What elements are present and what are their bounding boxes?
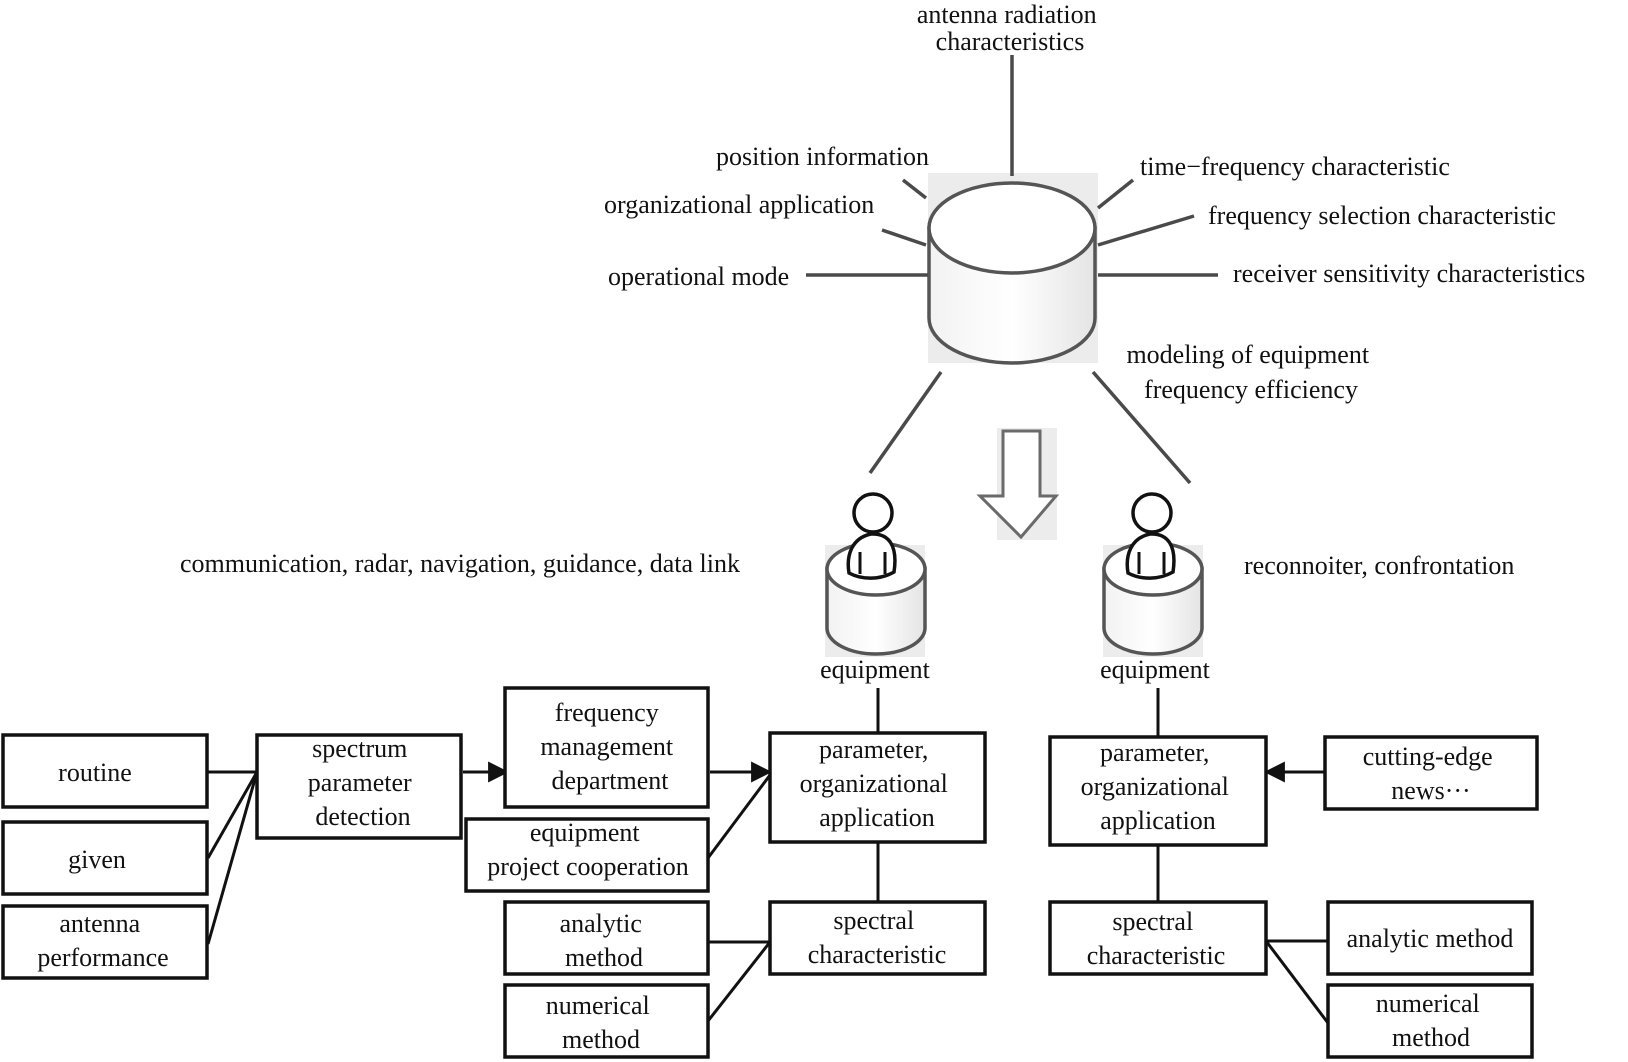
right-person-icon [1125,492,1176,580]
antenna-radiation-line-2: characteristics [936,27,1085,56]
modeling-line-2: frequency efficiency [1144,375,1358,404]
frequency-management-line-3: department [552,766,670,795]
equipment-project-line-1: equipment [530,818,641,847]
spoke-organizational-line [881,228,927,247]
routine-box: routine [1,733,209,809]
spectrum-parameter-detection-label: spectrum parameter detection [308,734,418,831]
left-parameter-box: parameter, organizational application [768,731,987,844]
left-numerical-box: numerical method [503,983,710,1059]
right-analytic-label: analytic method [1347,924,1514,953]
left-person-icon [846,492,897,580]
left-numerical-label: numerical method [546,991,656,1054]
left-numerical-line-2: method [562,1025,640,1054]
spectrum-line-1: spectrum [312,734,407,763]
right-parameter-line-1: parameter, [1100,738,1209,767]
position-information-label: position information [716,142,929,171]
left-analytic-label: analytic method [560,909,649,972]
frequency-management-line-1: frequency [555,698,659,727]
central-database-icon [927,173,1098,365]
left-analytic-box: analytic method [503,900,710,976]
left-analytic-line-1: analytic [560,909,642,938]
left-spectral-box: spectral characteristic [768,900,987,976]
left-spectral-label: spectral characteristic [808,906,947,969]
spoke-position-line [901,178,928,200]
left-parameter-line-2: organizational [800,769,948,798]
left-equipment-icon [825,492,927,657]
receiver-sensitivity-label: receiver sensitivity characteristics [1233,259,1585,288]
right-parameter-line-2: organizational [1081,772,1229,801]
spectrum-line-2: parameter [308,768,412,797]
cutting-edge-line-1: cutting-edge [1363,742,1493,771]
left-parameter-label: parameter, organizational application [800,735,955,832]
spoke-frequency-selection-line [1097,214,1195,247]
frequency-management-label: frequency management department [540,698,679,795]
equipment-project-box: equipment project cooperation [464,817,710,893]
operational-mode-label: operational mode [608,262,789,291]
link-left-equipment-line [868,370,943,475]
cutting-edge-box: cutting-edge news··· [1323,735,1539,811]
right-numerical-line-1: numerical [1376,989,1480,1018]
right-equipment-label: equipment [1100,655,1211,684]
modeling-line-1: modeling of equipment [1126,340,1369,369]
right-flow-connectors [1156,688,1330,1024]
antenna-performance-label: antenna performance [37,909,168,972]
left-flow-connectors [206,688,880,1022]
cutting-edge-line-2: news··· [1391,776,1470,805]
right-spectral-label: spectral characteristic [1087,907,1226,970]
right-parameter-label: parameter, organizational application [1081,738,1236,835]
right-equipment-icon [1102,492,1204,657]
cutting-edge-label: cutting-edge news··· [1363,742,1499,805]
spectrum-line-3: detection [315,802,410,831]
equipment-project-label: equipment project cooperation [487,818,688,881]
antenna-radiation-line-1: antenna radiation [917,0,1097,29]
link-right-equipment-line [1091,370,1192,485]
left-equipment-types-label: communication, radar, navigation, guidan… [180,549,740,578]
spoke-lines [806,55,1218,485]
right-numerical-label: numerical method [1376,989,1486,1052]
time-frequency-label: time−frequency characteristic [1140,152,1450,181]
spoke-time-frequency-line [1096,178,1135,210]
given-label: given [68,845,126,874]
antenna-performance-box: antenna performance [1,904,209,980]
right-numerical-box: numerical method [1326,983,1534,1059]
organizational-application-label: organizational application [604,190,874,219]
right-spectral-line-2: characteristic [1087,941,1226,970]
right-parameter-line-3: application [1100,806,1216,835]
right-analytic-box: analytic method [1326,900,1534,976]
frequency-management-line-2: management [540,732,674,761]
right-parameter-box: parameter, organizational application [1048,735,1268,847]
spectrum-parameter-detection-box: spectrum parameter detection [255,733,463,840]
given-box: given [1,820,209,896]
left-numerical-line-1: numerical [546,991,650,1020]
antenna-performance-line-1: antenna [59,909,140,938]
right-spectral-box: spectral characteristic [1048,900,1268,976]
left-spectral-line-1: spectral [833,906,914,935]
right-numerical-line-2: method [1392,1023,1470,1052]
frequency-selection-label: frequency selection characteristic [1208,201,1556,230]
left-spectral-line-2: characteristic [808,940,947,969]
left-parameter-line-3: application [819,803,935,832]
right-spectral-line-1: spectral [1112,907,1193,936]
right-equipment-types-label: reconnoiter, confrontation [1244,551,1514,580]
left-parameter-line-1: parameter, [819,735,928,764]
modeling-label: modeling of equipment frequency efficien… [1126,340,1375,404]
antenna-performance-line-2: performance [37,943,168,972]
left-equipment-label: equipment [820,655,931,684]
frequency-management-box: frequency management department [503,686,710,809]
routine-label: routine [58,758,132,787]
antenna-radiation-label: antenna radiation characteristics [917,0,1103,56]
left-analytic-line-2: method [565,943,643,972]
down-arrow-icon [976,428,1060,540]
equipment-project-line-2: project cooperation [487,852,688,881]
